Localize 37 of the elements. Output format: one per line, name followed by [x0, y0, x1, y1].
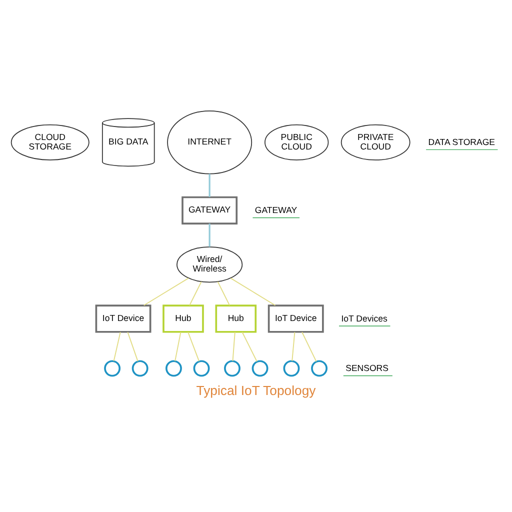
node-circle: [104, 360, 121, 376]
node-box: IoT Device: [268, 304, 324, 332]
connector: [242, 331, 258, 362]
caption: Typical IoT Topology: [196, 382, 316, 398]
connector: [292, 331, 296, 362]
connector: [113, 331, 121, 362]
node-box: GATEWAY: [182, 196, 238, 224]
label: SENSORS: [346, 362, 388, 373]
node-box: Hub: [215, 304, 257, 332]
connector: [230, 277, 276, 306]
connector: [189, 280, 202, 306]
node-circle: [311, 360, 328, 376]
label: IoT Devices: [341, 312, 388, 323]
connector: [232, 331, 236, 362]
node-ellipse: INTERNET: [167, 110, 252, 174]
label: GATEWAY: [254, 204, 298, 215]
node-ellipse: PRIVATE CLOUD: [340, 124, 410, 160]
node-box: Hub: [162, 304, 204, 332]
node-ellipse: PUBLIC CLOUD: [264, 124, 329, 160]
node-circle: [166, 360, 182, 376]
connector: [208, 173, 210, 196]
connector: [217, 280, 230, 306]
connector: [208, 223, 210, 246]
node-circle: [252, 360, 268, 376]
node-ellipse: CLOUD STORAGE: [10, 124, 90, 160]
node-circle: [224, 360, 240, 376]
connector: [174, 331, 182, 362]
node-circle: [193, 360, 210, 376]
connector: [127, 331, 138, 362]
node-ellipse: Wired/ Wireless: [176, 246, 243, 282]
connector: [143, 277, 189, 306]
connector: [302, 331, 317, 362]
label: DATA STORAGE: [428, 136, 495, 147]
node-box: IoT Device: [95, 304, 152, 332]
node-circle: [283, 360, 300, 376]
connector: [188, 331, 200, 362]
node-circle: [132, 360, 148, 376]
